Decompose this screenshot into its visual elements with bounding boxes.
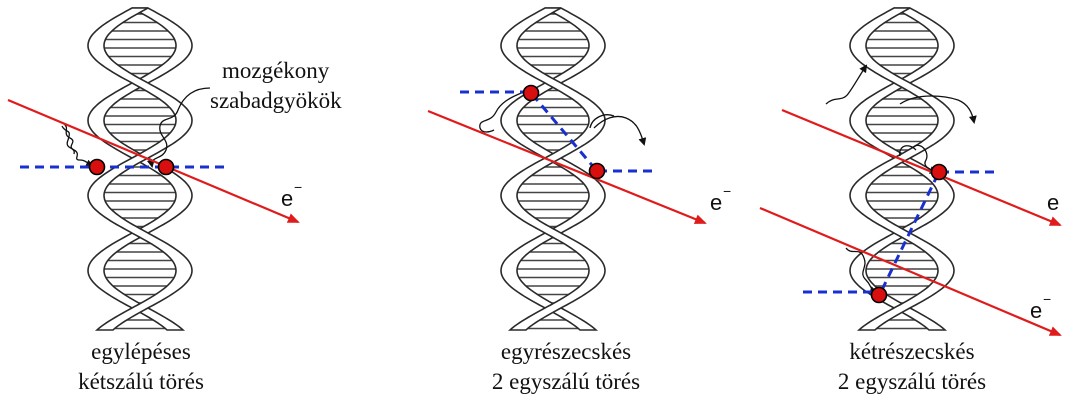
electron-label: e [1047, 190, 1059, 215]
break-site [932, 165, 947, 180]
panel-caption: egylépéses [91, 339, 191, 364]
svg-text:−: − [1043, 291, 1051, 307]
break-site [524, 86, 539, 101]
panel-caption: kétszálú törés [78, 369, 204, 394]
svg-text:e: e [1030, 298, 1042, 323]
break-site [90, 160, 105, 175]
break-site [590, 164, 605, 179]
electron-track [428, 111, 705, 223]
radicals-label: mozgékony [222, 58, 330, 83]
panel-2: e − egyrészecskés 2 egyszálú törés [428, 8, 731, 394]
svg-text:−: − [294, 179, 302, 195]
panel-caption: kétrészecskés [849, 339, 974, 364]
panel-caption: 2 egyszálú törés [838, 369, 986, 394]
svg-text:e: e [1047, 190, 1059, 215]
electron-label: e − [1030, 291, 1051, 323]
svg-text:e: e [281, 186, 293, 211]
radical-squiggle [826, 66, 866, 104]
radicals-label: szabadgyökök [210, 88, 342, 113]
break-site [872, 288, 887, 303]
electron-label: e − [710, 183, 731, 215]
panel-caption: 2 egyszálú törés [492, 369, 640, 394]
panel-caption: egyrészecskés [501, 339, 631, 364]
svg-text:−: − [723, 183, 731, 199]
panel-3: e e − kétrészecskés 2 egyszálú törés [760, 8, 1060, 394]
electron-label: e − [281, 179, 302, 211]
electron-track [8, 100, 298, 222]
break-site [159, 160, 174, 175]
svg-text:e: e [710, 190, 722, 215]
panel-1: mozgékony szabadgyökök e − egylépéses ké… [8, 8, 342, 394]
